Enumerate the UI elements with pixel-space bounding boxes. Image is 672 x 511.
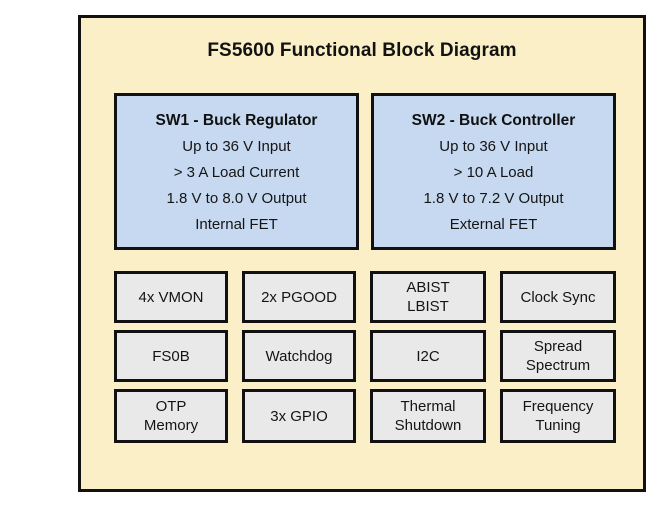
feature-block-gpio: 3x GPIO <box>242 389 356 443</box>
feature-block-spread-spectrum-line-2: Spectrum <box>525 357 591 374</box>
feature-block-pgood-line-1: 2x PGOOD <box>261 288 337 306</box>
feature-block-frequency-tuning: Frequency Tuning <box>500 389 616 443</box>
power-block-row: SW1 - Buck Regulator Up to 36 V Input > … <box>114 93 616 250</box>
feature-block-abist-lbist: ABIST LBIST <box>370 271 486 323</box>
feature-block-vmon-line-1: 4x VMON <box>138 288 204 306</box>
feature-block-grid: 4x VMON 2x PGOOD ABIST LBIST Clock Sync … <box>114 271 616 443</box>
feature-block-watchdog: Watchdog <box>242 330 356 382</box>
feature-block-abist-lbist-line-1: ABIST <box>406 279 450 296</box>
feature-block-otp-memory: OTP Memory <box>114 389 228 443</box>
feature-block-clock-sync-line-1: Clock Sync <box>520 288 596 306</box>
power-block-sw1-spec-4: Internal FET <box>195 215 278 233</box>
diagram-canvas: FS5600 Functional Block Diagram SW1 - Bu… <box>78 15 646 492</box>
feature-block-fs0b: FS0B <box>114 330 228 382</box>
power-block-sw2-heading: SW2 - Buck Controller <box>411 111 576 129</box>
feature-block-i2c: I2C <box>370 330 486 382</box>
power-block-sw1-spec-3: 1.8 V to 8.0 V Output <box>166 189 307 207</box>
feature-block-i2c-line-1: I2C <box>416 347 440 365</box>
feature-block-thermal-shutdown: Thermal Shutdown <box>370 389 486 443</box>
power-block-sw1: SW1 - Buck Regulator Up to 36 V Input > … <box>114 93 359 250</box>
feature-block-abist-lbist-line-2: LBIST <box>407 298 449 315</box>
power-block-sw1-spec-1: Up to 36 V Input <box>182 137 291 155</box>
feature-block-otp-memory-line-2: Memory <box>143 417 199 434</box>
feature-block-spread-spectrum: Spread Spectrum <box>500 330 616 382</box>
feature-block-frequency-tuning-line-2: Tuning <box>535 417 581 434</box>
feature-block-watchdog-line-1: Watchdog <box>265 347 333 365</box>
feature-block-spread-spectrum-line-1: Spread <box>533 338 583 355</box>
feature-block-otp-memory-line-1: OTP <box>155 398 187 415</box>
feature-block-fs0b-line-1: FS0B <box>152 347 190 365</box>
feature-block-thermal-shutdown-line-1: Thermal <box>400 398 456 415</box>
power-block-sw1-heading: SW1 - Buck Regulator <box>155 111 318 129</box>
feature-block-thermal-shutdown-line-2: Shutdown <box>394 417 462 434</box>
feature-block-frequency-tuning-line-1: Frequency <box>522 398 594 415</box>
power-block-sw2-spec-3: 1.8 V to 7.2 V Output <box>423 189 564 207</box>
feature-block-clock-sync: Clock Sync <box>500 271 616 323</box>
power-block-sw2: SW2 - Buck Controller Up to 36 V Input >… <box>371 93 616 250</box>
feature-block-vmon: 4x VMON <box>114 271 228 323</box>
feature-block-pgood: 2x PGOOD <box>242 271 356 323</box>
power-block-sw2-spec-2: > 10 A Load <box>453 163 534 181</box>
power-block-sw2-spec-4: External FET <box>449 215 538 233</box>
feature-block-gpio-line-1: 3x GPIO <box>270 407 328 425</box>
power-block-sw1-spec-2: > 3 A Load Current <box>173 163 300 181</box>
power-block-sw2-spec-1: Up to 36 V Input <box>439 137 548 155</box>
diagram-title: FS5600 Functional Block Diagram <box>207 40 517 61</box>
